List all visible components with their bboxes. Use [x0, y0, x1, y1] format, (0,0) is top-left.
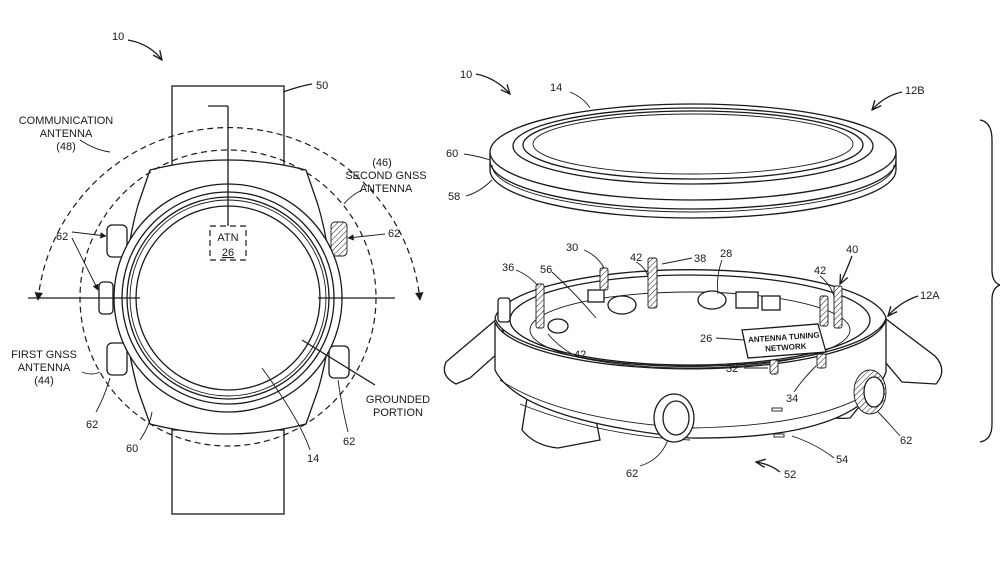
- leader-12b: [872, 92, 902, 110]
- label-54: 54: [836, 454, 848, 466]
- component-block-3: [588, 290, 604, 302]
- leader-62-lower-left: [96, 378, 110, 412]
- leader-40: [840, 256, 852, 284]
- label-first-gnss-3: (44): [34, 375, 54, 387]
- label-60-left: 60: [126, 443, 138, 455]
- atn-label: ATN: [217, 232, 238, 244]
- label-62-a: 62: [56, 231, 68, 243]
- lug-right: [880, 316, 942, 384]
- label-first-gnss-2: ANTENNA: [18, 362, 71, 374]
- label-14-left: 14: [307, 453, 319, 465]
- component-block-1: [736, 292, 758, 308]
- label-34: 34: [786, 393, 798, 405]
- label-28: 28: [720, 248, 732, 260]
- bracket-12: [980, 120, 1000, 442]
- pin-34: [817, 354, 826, 368]
- label-62-b: 62: [388, 228, 400, 240]
- pin-36: [536, 284, 544, 328]
- pin-42-right: [834, 286, 842, 328]
- leader-10-right: [476, 74, 510, 94]
- label-14-right: 14: [550, 82, 562, 94]
- pin-32: [770, 360, 778, 374]
- label-second-gnss-num: (46): [372, 157, 392, 169]
- label-first-gnss-1: FIRST GNSS: [11, 349, 77, 361]
- label-42-a: 42: [630, 252, 642, 264]
- watch-top-view: ATN 26 10 50 COMMUNICATION ANTENNA (48) …: [11, 31, 430, 514]
- component-round-2: [698, 291, 726, 309]
- label-26: 26: [700, 333, 712, 345]
- label-52: 52: [784, 469, 796, 481]
- label-10-right: 10: [460, 69, 472, 81]
- button-right-crown: [331, 222, 347, 256]
- label-42-c: 42: [574, 349, 586, 361]
- label-second-gnss-2: ANTENNA: [360, 183, 413, 195]
- leader-62-lower-right: [338, 380, 348, 432]
- label-30: 30: [566, 242, 578, 254]
- crown-side-cap: [864, 377, 884, 407]
- label-grounded-1: GROUNDED: [366, 394, 430, 406]
- bezel-assembly-12b: [490, 104, 896, 218]
- leader-60-right: [464, 154, 490, 160]
- label-60-right: 60: [446, 148, 458, 160]
- label-58: 58: [448, 191, 460, 203]
- leader-62-left-mid: [72, 238, 98, 290]
- leader-62-crown: [878, 412, 900, 436]
- leader-62-right: [348, 234, 385, 238]
- leader-comm: [80, 140, 110, 152]
- leader-first-gnss: [82, 372, 100, 374]
- housing-12a: ANTENNA TUNING NETWORK: [444, 258, 941, 448]
- pin-30: [600, 268, 608, 290]
- label-62-f: 62: [626, 468, 638, 480]
- watch-exploded-view: ANTENNA TUNING NETWORK: [444, 69, 1000, 481]
- label-32: 32: [726, 363, 738, 375]
- leader-62-left-upper: [72, 232, 106, 236]
- label-62-c: 62: [86, 419, 98, 431]
- label-comm-2: ANTENNA: [40, 128, 93, 140]
- leader-58: [466, 180, 492, 196]
- component-round-3: [548, 319, 568, 333]
- label-50: 50: [316, 80, 328, 92]
- label-12a: 12A: [920, 290, 940, 302]
- strap-bottom: [172, 430, 284, 514]
- label-40: 40: [846, 244, 858, 256]
- leader-38: [662, 258, 692, 264]
- leader-10-left: [128, 40, 162, 60]
- leader-36: [516, 270, 538, 286]
- button-left-lower: [107, 343, 127, 375]
- label-10-left: 10: [112, 31, 124, 43]
- label-comm-3: (48): [56, 141, 76, 153]
- leader-50: [283, 84, 312, 92]
- leader-12a: [888, 296, 918, 316]
- label-12b: 12B: [905, 85, 925, 97]
- label-second-gnss-1: SECOND GNSS: [345, 170, 426, 182]
- button-right-lower: [329, 346, 349, 378]
- label-38: 38: [694, 253, 706, 265]
- leader-52: [756, 462, 780, 472]
- pin-40: [820, 296, 828, 326]
- label-56: 56: [540, 264, 552, 276]
- label-42-b: 42: [814, 265, 826, 277]
- label-comm-1: COMMUNICATION: [19, 115, 114, 127]
- label-62-e: 62: [900, 435, 912, 447]
- bezel-top: [490, 104, 896, 200]
- component-block-2: [762, 296, 780, 310]
- pin-42-left: [648, 258, 657, 308]
- label-grounded-2: PORTION: [373, 407, 423, 419]
- side-slot-2: [774, 434, 784, 437]
- atn-number: 26: [222, 247, 234, 259]
- leader-30: [584, 250, 604, 268]
- button-left-side: [498, 298, 510, 322]
- leader-54: [792, 436, 834, 458]
- component-round-1: [608, 296, 636, 314]
- label-36: 36: [502, 262, 514, 274]
- leader-14-right: [570, 92, 590, 108]
- label-62-d: 62: [343, 436, 355, 448]
- leader-62-front: [640, 440, 668, 466]
